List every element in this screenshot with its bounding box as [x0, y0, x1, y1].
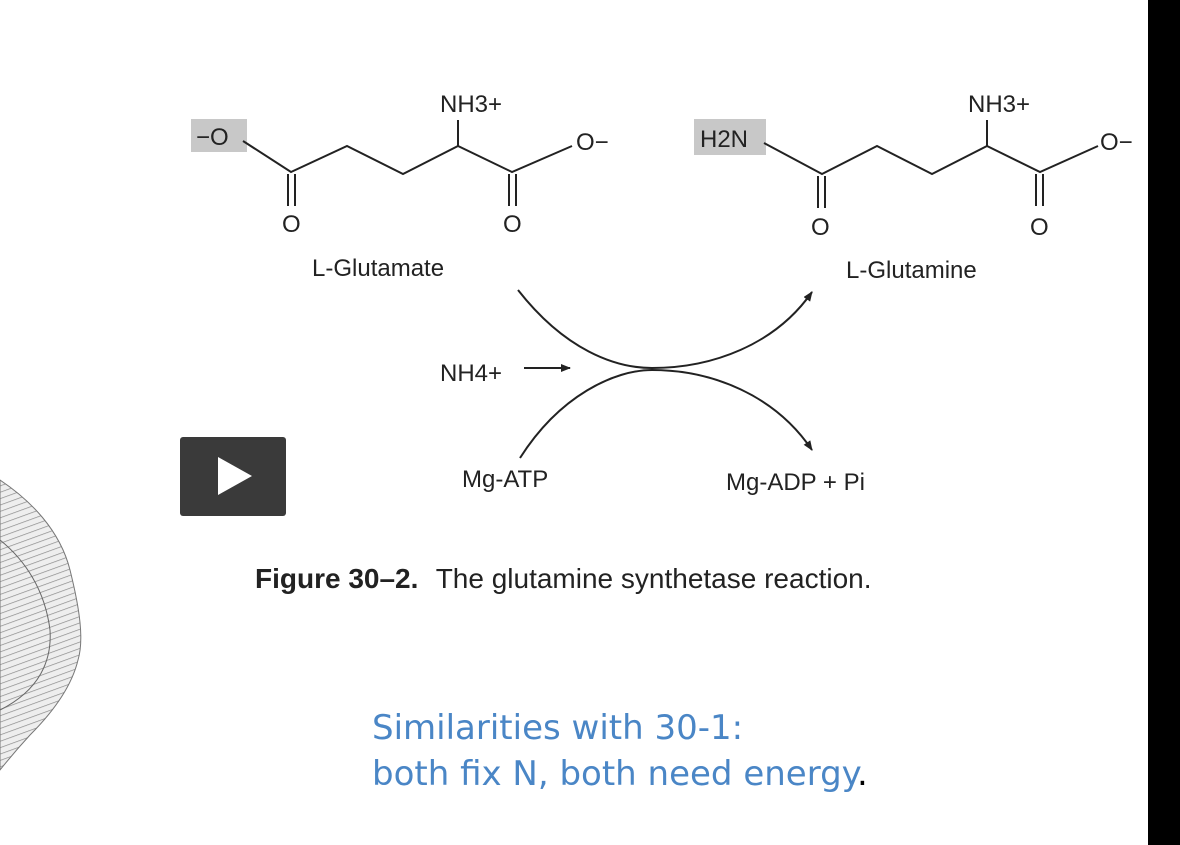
similarities-line-2: both fix N, both need energy.: [372, 751, 1132, 797]
play-icon: [218, 457, 252, 495]
glutamate-o-minus-label: −O: [196, 124, 229, 151]
glutamate-structure: −O NH3+ O O O− L-Glutamate: [191, 91, 609, 282]
glutamate-carbonyl-o-left: O: [282, 211, 301, 238]
figure-caption: Figure 30–2. The glutamine synthetase re…: [255, 563, 872, 594]
figure-caption-text: The glutamine synthetase reaction.: [436, 563, 872, 594]
glutamine-highlight-box: [694, 119, 766, 155]
glutamate-chain: [242, 140, 573, 176]
energy-word: energy: [743, 754, 857, 794]
glutamate-carbonyl-o-right: O: [503, 211, 522, 238]
similarities-note: Similarities with 30-1: both fix N, both…: [372, 705, 1132, 797]
line-2-period: .: [856, 754, 868, 794]
glutamate-nh3-label: NH3+: [440, 91, 502, 118]
glutamate-name: L-Glutamate: [312, 255, 444, 282]
right-edge-bar: [1148, 0, 1180, 845]
glutamine-chain: [763, 142, 1099, 176]
atp-to-adp-arrow: [519, 368, 813, 459]
glutamine-h2n-label: H2N: [700, 126, 748, 153]
glutamine-name: L-Glutamine: [846, 257, 977, 284]
glutamine-carbonyl-o-left: O: [811, 214, 830, 241]
ammonium-label: NH4+: [440, 360, 502, 387]
reaction-arrows: [517, 289, 813, 459]
glutamate-o-minus-right: O−: [576, 129, 609, 156]
protein-ribbon-image: [0, 479, 82, 771]
similarities-line-2-text: both fix N, both need: [372, 754, 744, 794]
mg-adp-pi-label: Mg-ADP + Pi: [726, 469, 865, 496]
reaction-diagram: −O NH3+ O O O− L-Glutamate H2N NH3+ O O: [191, 91, 1133, 594]
glutamate-to-glutamine-arrow: [517, 289, 813, 370]
glutamine-nh3-label: NH3+: [968, 91, 1030, 118]
similarities-line-1: Similarities with 30-1:: [372, 708, 744, 748]
glutamate-highlight-box: [191, 119, 247, 152]
glutamine-structure: H2N NH3+ O O O− L-Glutamine: [694, 91, 1133, 284]
glutamine-carbonyl-o-right: O: [1030, 214, 1049, 241]
mg-atp-label: Mg-ATP: [462, 466, 548, 493]
glutamine-o-minus-right: O−: [1100, 129, 1133, 156]
figure-number: Figure 30–2.: [255, 563, 418, 594]
play-button[interactable]: [180, 437, 286, 516]
